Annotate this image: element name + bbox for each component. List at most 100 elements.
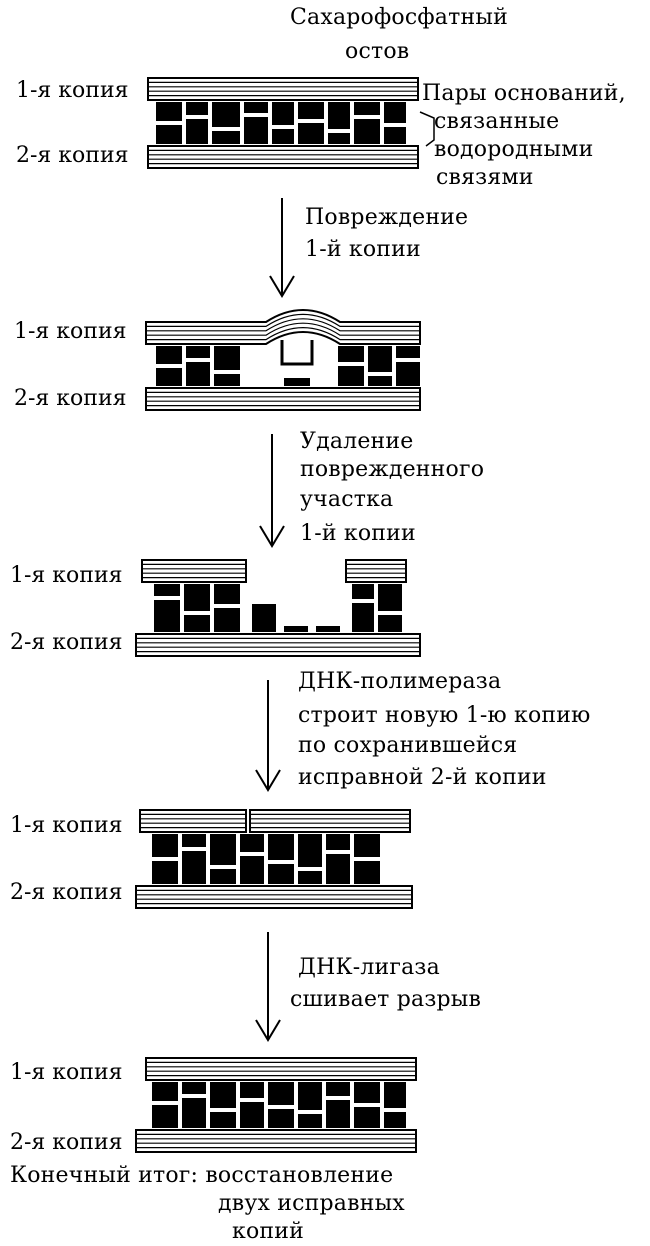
stage5-base-bottom-7 [354, 1107, 380, 1128]
stage2-copy1-label: 1-я копия [14, 319, 127, 344]
stage3-exposed-base-3 [316, 626, 340, 632]
step2-line4: 1-й копии [300, 521, 416, 546]
stage1-base-top-0 [156, 102, 182, 121]
stage2-copy1-stripe [146, 322, 420, 336]
stage3-exposed-base-2 [284, 626, 308, 632]
stage4-base-top-2 [210, 834, 236, 865]
stage3-copy1-right-strand [345, 559, 407, 583]
stage3-copy1-left-strand [141, 559, 247, 583]
stage2-copy1-stripe [146, 327, 420, 341]
stage2-left-base-bottom-2 [214, 374, 240, 386]
stage3-left-base-top-1 [184, 584, 210, 611]
stage5-copy2-label: 2-я копия [10, 1130, 123, 1155]
stage2-right-base-bottom-0 [338, 366, 364, 386]
stage5-base-bottom-0 [152, 1105, 178, 1128]
stage4-base-bottom-4 [268, 864, 294, 884]
stage1-base-top-3 [244, 102, 268, 113]
stage1-base-top-1 [186, 102, 208, 115]
stage2-left-base-bottom-1 [186, 362, 210, 386]
stage1-base-top-4 [272, 102, 294, 125]
stage4-base-bottom-3 [240, 856, 264, 884]
stage3-copy2-label: 2-я копия [10, 630, 123, 655]
stage2-damaged-base-stub [284, 378, 310, 386]
stage5-base-top-0 [152, 1082, 178, 1101]
stage2-left-base-top-1 [186, 346, 210, 358]
backbone-label-line2: остов [345, 39, 410, 64]
stage3-copy1-label: 1-я копия [10, 563, 123, 588]
step2-line3: участка [300, 487, 394, 512]
step1-arrow-head [269, 275, 295, 298]
stage3-copy2-strand [135, 633, 421, 657]
stage3-left-base-bottom-1 [184, 615, 210, 632]
stage4-base-top-3 [240, 834, 264, 852]
stage2-copy2-label: 2-я копия [14, 386, 127, 411]
stage5-base-top-3 [240, 1082, 264, 1098]
stage4-base-top-7 [354, 834, 380, 857]
stage3-left-base-top-0 [154, 584, 180, 596]
step3-line3: по сохранившейся [298, 733, 518, 758]
stage1-base-bottom-0 [156, 125, 182, 144]
stage1-base-bottom-3 [244, 117, 268, 144]
stage4-copy2-label: 2-я копия [10, 880, 123, 905]
result-line2: двух исправных [218, 1191, 405, 1216]
pairs-label-line4: связями [436, 165, 534, 190]
stage2-left-base-bottom-0 [156, 368, 182, 386]
stage5-base-top-8 [384, 1082, 406, 1108]
stage1-base-bottom-1 [186, 119, 208, 144]
stage1-copy1-strand [147, 77, 419, 101]
step2-line1: Удаление [300, 429, 414, 454]
stage4-base-top-5 [298, 834, 322, 867]
result-line1: Конечный итог: восстановление [10, 1163, 394, 1188]
stage4-base-bottom-1 [182, 851, 206, 884]
stage5-base-bottom-1 [182, 1098, 206, 1128]
stage5-base-top-2 [210, 1082, 236, 1108]
stage5-base-bottom-2 [210, 1112, 236, 1128]
stage2-copy1-stripe [146, 318, 420, 332]
stage4-copy1-new-strand [249, 809, 411, 833]
stage4-copy1-old-strand [139, 809, 247, 833]
pairs-leader-bracket [419, 111, 435, 147]
stage1-base-top-7 [354, 102, 380, 115]
stage4-base-bottom-7 [354, 861, 380, 884]
stage4-base-bottom-2 [210, 869, 236, 884]
stage4-base-bottom-5 [298, 871, 322, 884]
stage2-right-base-top-2 [396, 346, 420, 358]
stage2-right-base-bottom-1 [368, 376, 392, 386]
pairs-label-line3: водородными [434, 137, 594, 162]
step3-line2: строит новую 1-ю копию [298, 703, 591, 728]
stage3-right-base-bottom-1 [378, 615, 402, 632]
stage3-right-base-top-1 [378, 584, 402, 611]
step3-arrow-head [255, 769, 281, 792]
stage3-left-base-top-2 [214, 584, 240, 604]
step4-line1: ДНК-лигаза [298, 955, 440, 980]
stage4-base-bottom-6 [326, 854, 350, 884]
pairs-label-line2: связанные [434, 109, 560, 134]
stage2-damaged-base [280, 340, 314, 366]
backbone-label-line1: Сахарофосфатный [290, 5, 508, 30]
stage5-base-top-4 [268, 1082, 294, 1105]
stage4-base-top-6 [326, 834, 350, 850]
stage5-base-bottom-3 [240, 1102, 264, 1128]
stage3-right-base-top-0 [352, 584, 374, 599]
stage4-base-top-1 [182, 834, 206, 847]
stage5-copy2-strand [135, 1129, 417, 1153]
stage4-copy2-strand [135, 885, 413, 909]
stage4-base-top-4 [268, 834, 294, 860]
stage1-copy1-label: 1-я копия [16, 78, 129, 103]
stage5-base-bottom-8 [384, 1112, 406, 1128]
step1-line1: Повреждение [305, 205, 469, 230]
stage1-base-bottom-4 [272, 129, 294, 144]
step3-line1: ДНК-полимераза [298, 669, 502, 694]
stage4-base-bottom-0 [152, 861, 178, 884]
stage1-base-top-5 [298, 102, 324, 119]
stage1-base-top-8 [384, 102, 406, 123]
step4-line2: сшивает разрыв [290, 987, 482, 1012]
stage5-base-top-6 [326, 1082, 350, 1096]
stage5-base-top-7 [354, 1082, 380, 1103]
stage1-copy2-strand [147, 145, 419, 169]
stage1-base-bottom-7 [354, 119, 380, 144]
step2-arrow-head [259, 525, 285, 548]
stage3-left-base-bottom-0 [154, 600, 180, 632]
result-line3: копий [232, 1219, 304, 1244]
stage4-copy1-label: 1-я копия [10, 813, 123, 838]
